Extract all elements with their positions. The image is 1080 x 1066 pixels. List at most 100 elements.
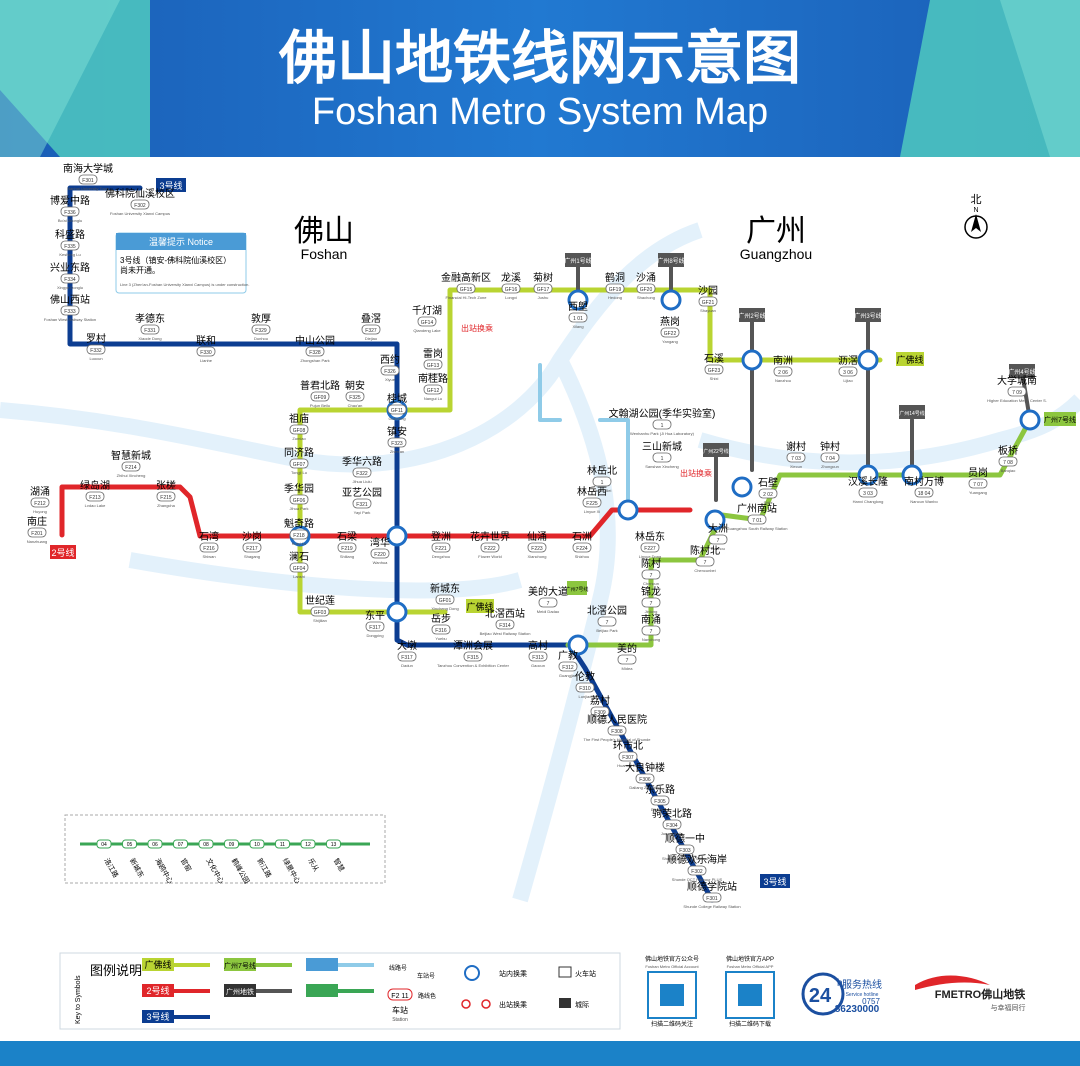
interchange-nancun[interactable] [901, 464, 923, 486]
interchange-wanhua[interactable] [386, 525, 408, 547]
interchange-shibi[interactable] [731, 476, 753, 498]
interchange-daxuecheng-nan[interactable] [1019, 409, 1041, 431]
interchange-nanzhou[interactable] [741, 349, 763, 371]
interchange-hanxi[interactable] [857, 464, 879, 486]
interchange-gz-south[interactable] [704, 509, 726, 531]
interchange-yangang[interactable] [660, 289, 682, 311]
interchange-xilang[interactable] [567, 289, 589, 311]
interchange-lijiao[interactable] [857, 349, 879, 371]
interchange-dongping[interactable] [386, 601, 408, 623]
interchange-linyuedong[interactable] [617, 499, 639, 521]
